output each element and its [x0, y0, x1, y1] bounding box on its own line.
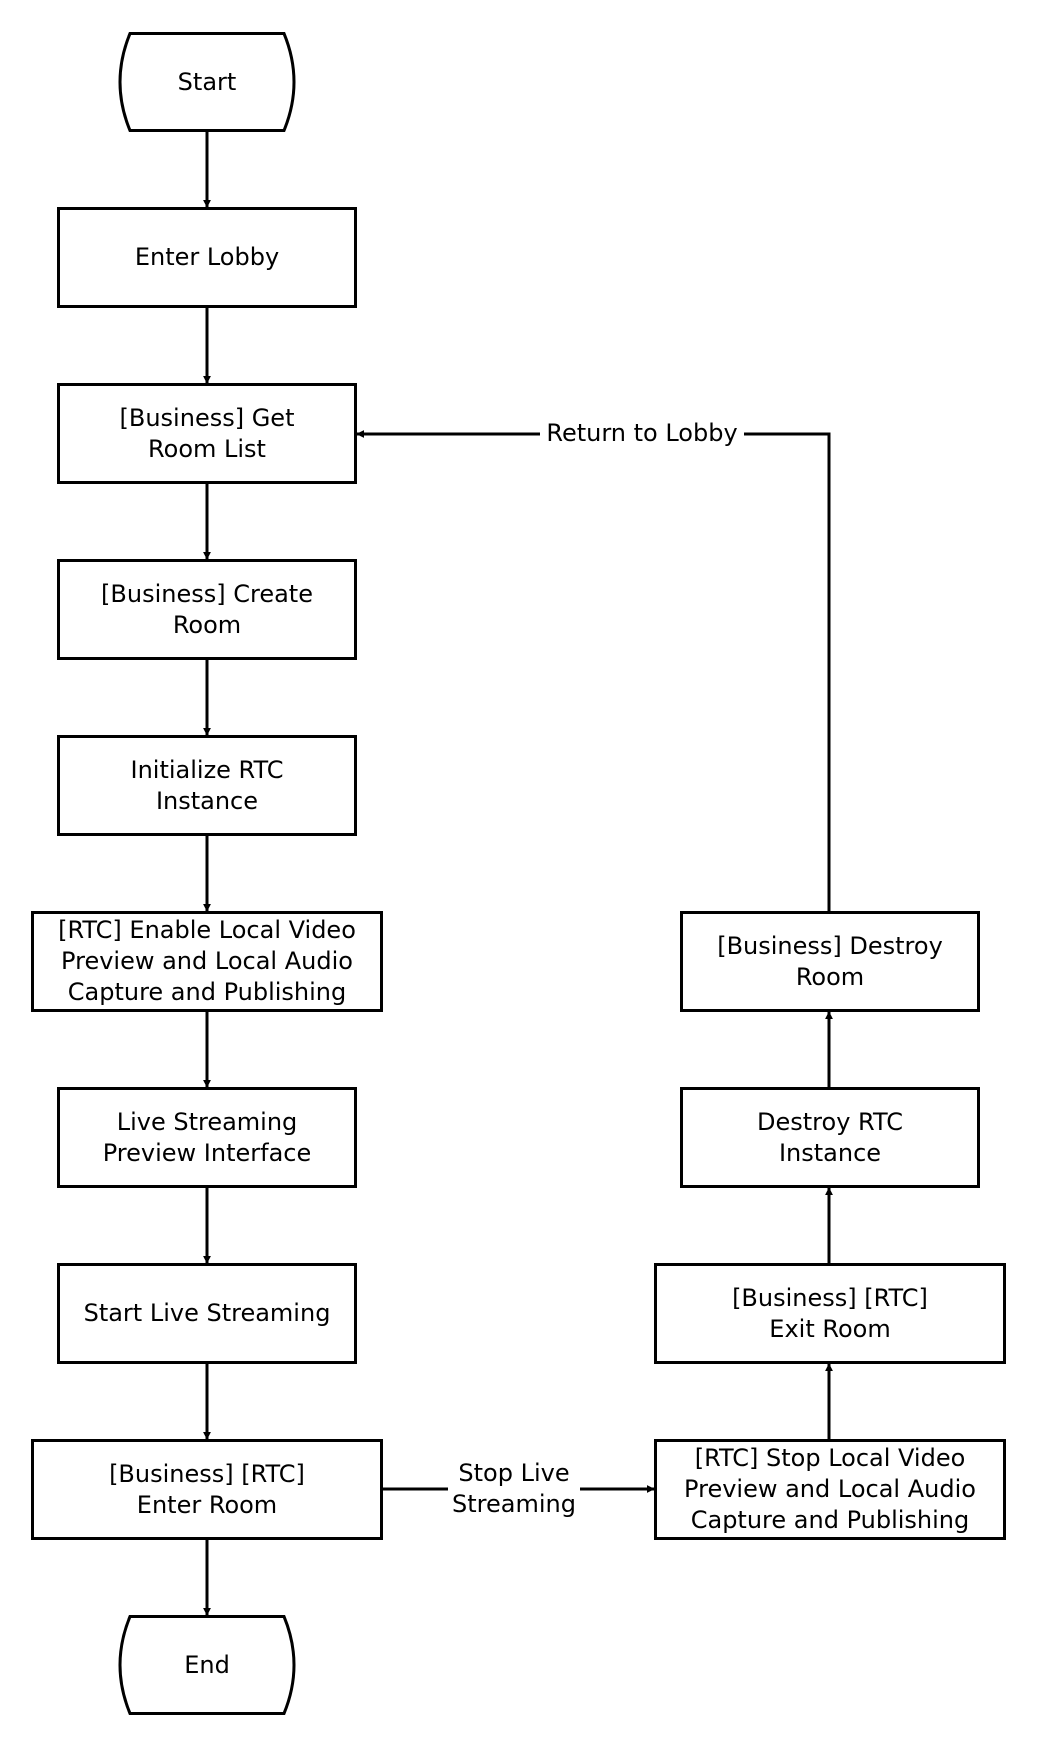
destroy-room-box: [Business] Destroy Room [680, 911, 980, 1012]
enter-room-label: [Business] [RTC] Enter Room [109, 1459, 305, 1519]
exit-room-box: [Business] [RTC] Exit Room [654, 1263, 1006, 1364]
end-label: End [184, 1650, 230, 1679]
preview-interface-box: Live Streaming Preview Interface [57, 1087, 357, 1188]
destroy-room-label: [Business] Destroy Room [717, 931, 943, 991]
get-room-list-box: [Business] Get Room List [57, 383, 357, 484]
enable-local-box: [RTC] Enable Local Video Preview and Loc… [31, 911, 383, 1012]
exit-room-label: [Business] [RTC] Exit Room [732, 1283, 928, 1343]
return-lobby-edge-label: Return to Lobby [540, 418, 744, 449]
start-terminal: Start [108, 32, 306, 132]
start-terminal-shape [118, 32, 296, 132]
create-room-box: [Business] Create Room [57, 559, 357, 660]
enter-lobby-label: Enter Lobby [134, 243, 280, 271]
stop-local-label: [RTC] Stop Local Video Preview and Local… [684, 1444, 976, 1534]
init-rtc-label: Initialize RTC Instance [130, 755, 284, 815]
destroy-rtc-label: Destroy RTC Instance [757, 1107, 903, 1167]
destroy-rtc-box: Destroy RTC Instance [680, 1087, 980, 1188]
init-rtc-box: Initialize RTC Instance [57, 735, 357, 836]
get-room-list-label: [Business] Get Room List [119, 403, 295, 463]
start-live-box: Start Live Streaming [57, 1263, 357, 1364]
start-live-label: Start Live Streaming [83, 1299, 331, 1327]
end-terminal-shape [118, 1615, 296, 1715]
enter-room-box: [Business] [RTC] Enter Room [31, 1439, 383, 1540]
stop-local-box: [RTC] Stop Local Video Preview and Local… [654, 1439, 1006, 1540]
enter-lobby-box: Enter Lobby [57, 207, 357, 308]
stop-live-edge-label: Stop Live Streaming [448, 1458, 580, 1520]
end-terminal: End [108, 1615, 306, 1715]
create-room-label: [Business] Create Room [101, 579, 313, 639]
preview-interface-label: Live Streaming Preview Interface [102, 1107, 312, 1167]
start-label: Start [177, 67, 237, 96]
arrow-destroy-room-to-room-list [356, 430, 831, 911]
enable-local-label: [RTC] Enable Local Video Preview and Loc… [58, 916, 356, 1006]
